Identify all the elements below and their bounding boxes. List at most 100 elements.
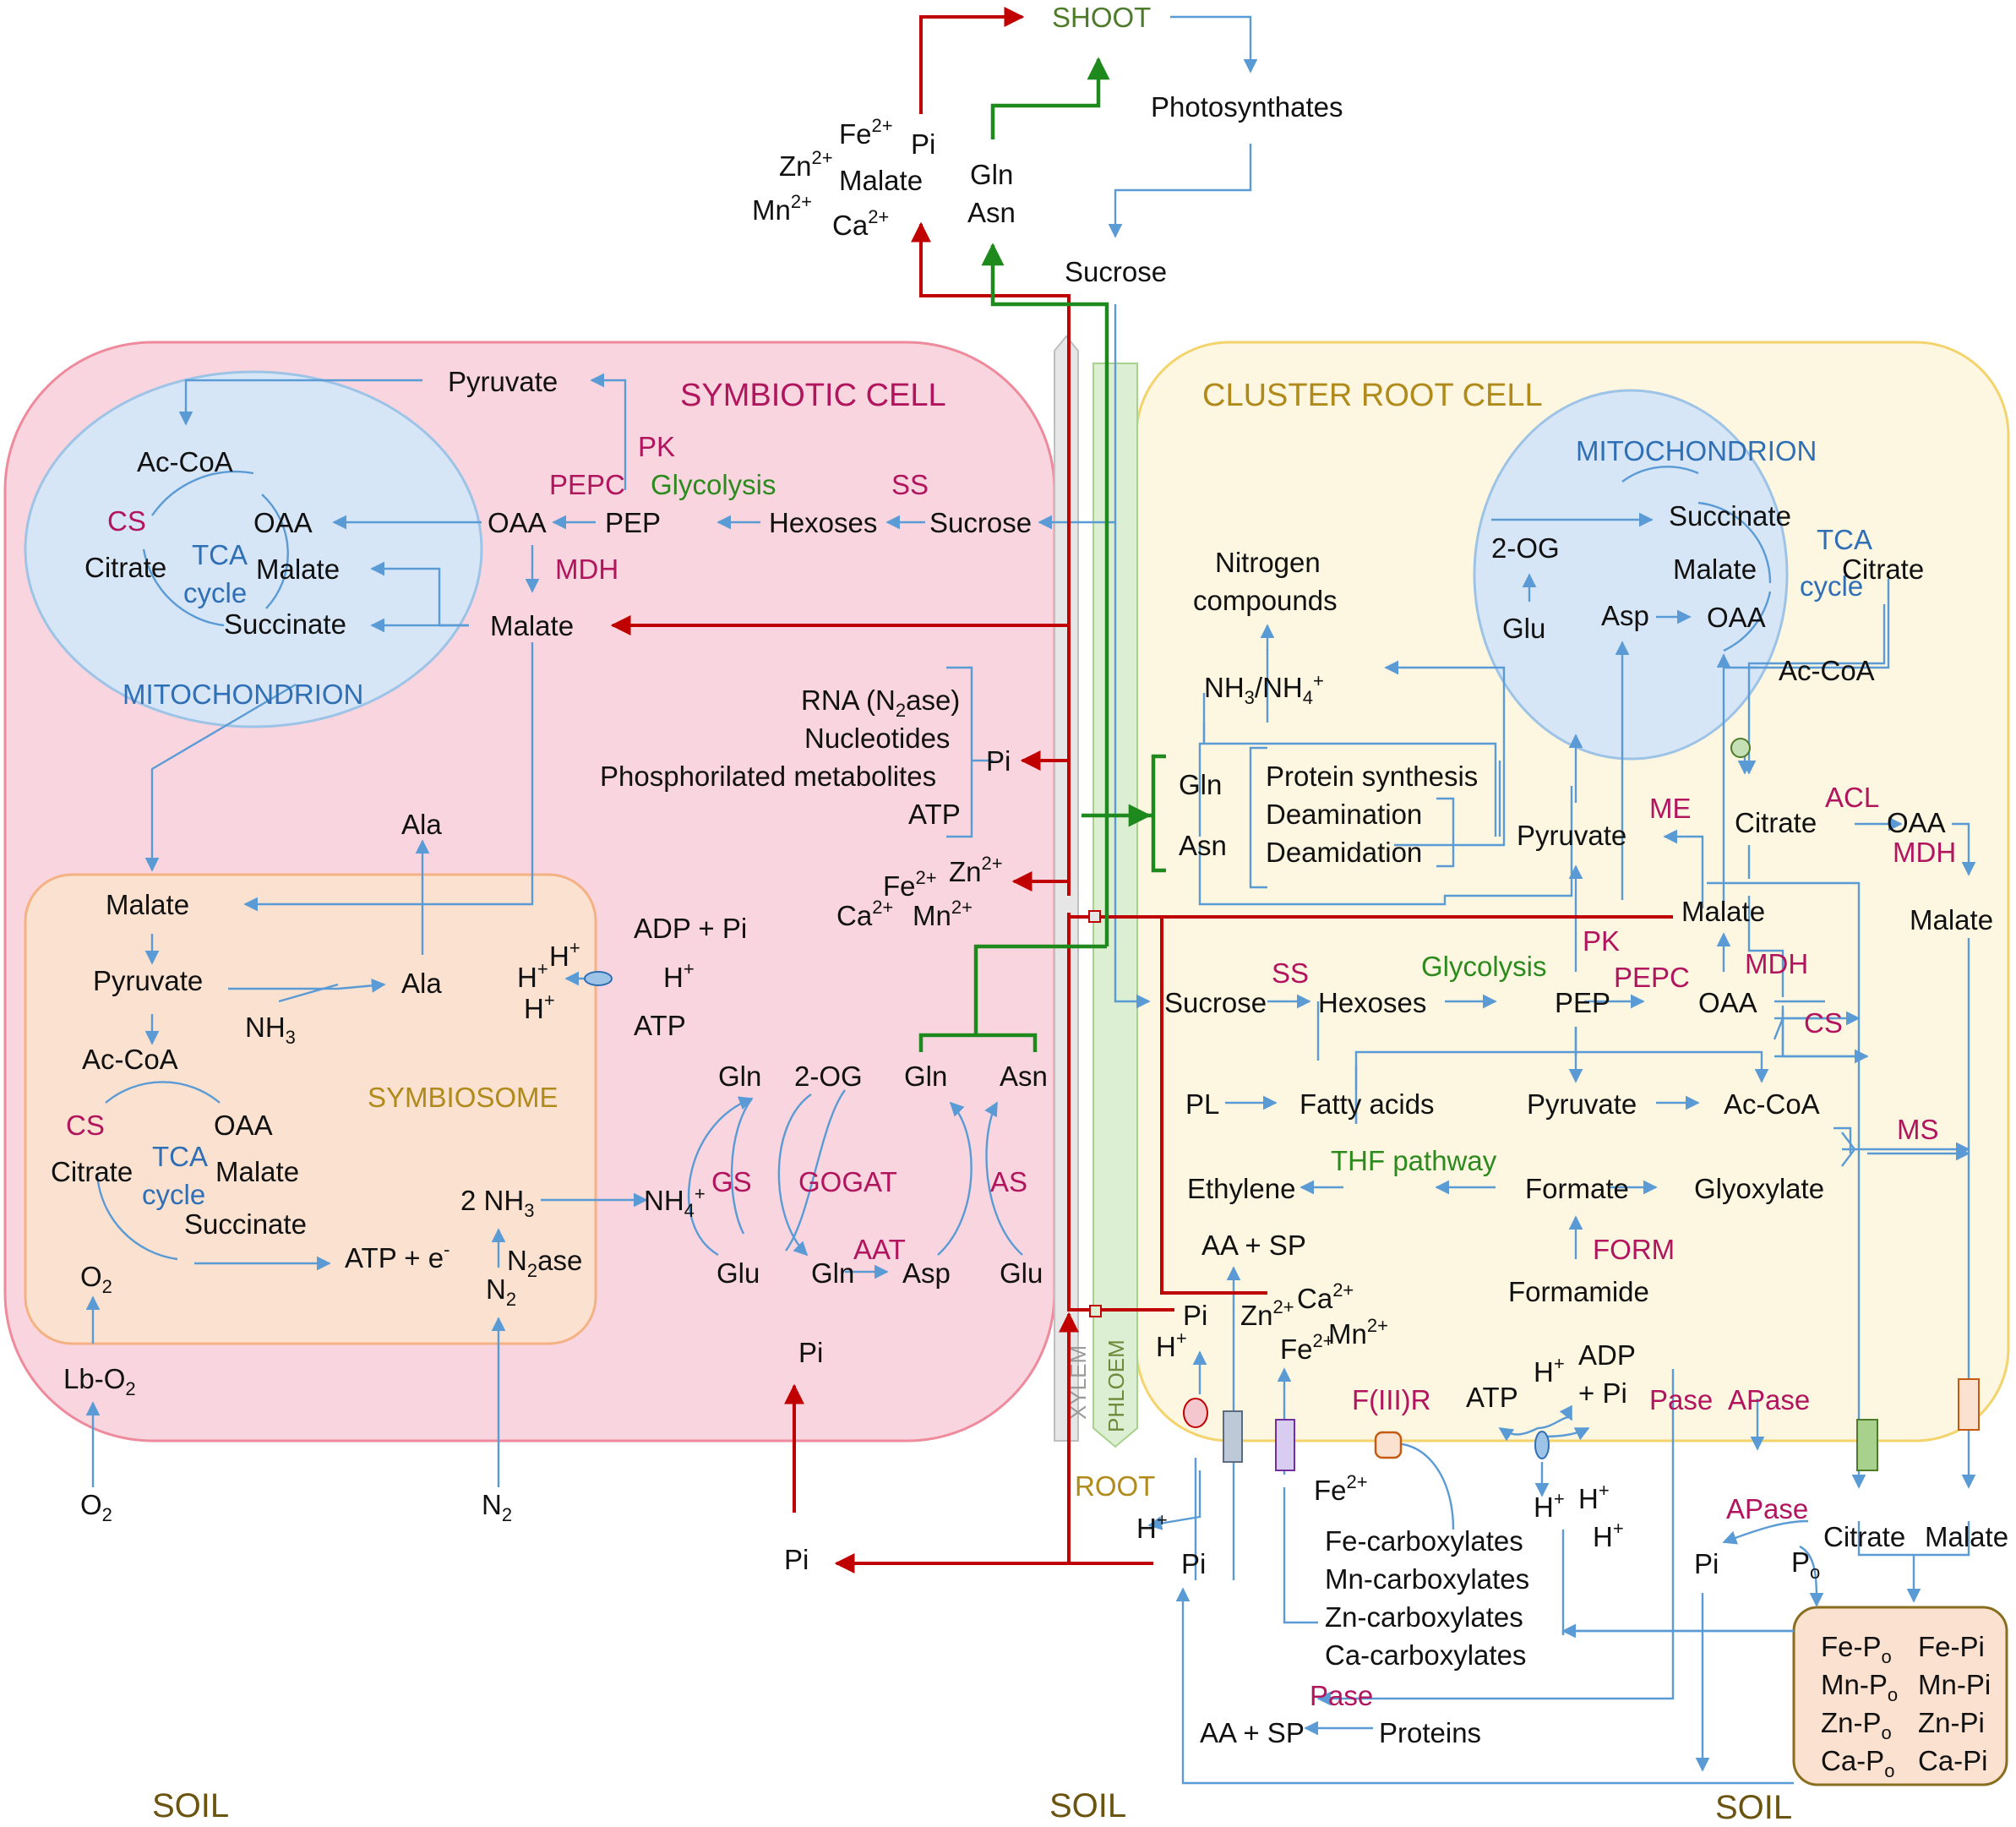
- svg-text:Asp: Asp: [902, 1257, 951, 1289]
- svg-text:Pase: Pase: [1310, 1680, 1373, 1711]
- svg-text:ATP: ATP: [908, 799, 961, 830]
- svg-text:Fe-Po: Fe-Po: [1821, 1631, 1892, 1667]
- svg-text:GS: GS: [711, 1166, 752, 1197]
- symbiotic-flux-arrows: [85, 373, 1090, 1487]
- soil-label-left: SOIL: [152, 1787, 229, 1824]
- svg-text:PK: PK: [1583, 925, 1620, 957]
- svg-text:Ac-CoA: Ac-CoA: [82, 1044, 178, 1075]
- cluster-flux-arrows: [1090, 304, 1976, 1785]
- svg-text:NH4+: NH4+: [644, 1183, 706, 1221]
- svg-text:RNA (N2ase): RNA (N2ase): [801, 684, 960, 721]
- svg-text:ADP + Pi: ADP + Pi: [634, 913, 747, 944]
- svg-text:Pi: Pi: [784, 1544, 809, 1575]
- svg-text:Malate: Malate: [106, 889, 189, 920]
- svg-text:Glu: Glu: [1000, 1257, 1043, 1289]
- svg-text:AAT: AAT: [853, 1234, 906, 1265]
- svg-text:Ac-CoA: Ac-CoA: [137, 446, 233, 477]
- svg-text:Ac-CoA: Ac-CoA: [1724, 1088, 1820, 1120]
- cluster-cell-title: CLUSTER ROOT CELL: [1202, 378, 1543, 413]
- svg-text:Ac-CoA: Ac-CoA: [1779, 655, 1875, 686]
- svg-text:Glu: Glu: [1502, 613, 1545, 644]
- svg-text:Malate: Malate: [1910, 904, 1993, 935]
- svg-text:Citrate: Citrate: [1823, 1521, 1905, 1552]
- svg-text:Fatty acids: Fatty acids: [1300, 1088, 1435, 1120]
- svg-text:PL: PL: [1185, 1088, 1219, 1120]
- svg-text:TCA: TCA: [1817, 524, 1872, 555]
- symbiotic-mito-label: MITOCHONDRION: [123, 679, 363, 710]
- svg-text:Citrate: Citrate: [1735, 807, 1817, 838]
- svg-text:TCA: TCA: [192, 539, 248, 570]
- svg-text:Fe2+: Fe2+: [1314, 1471, 1368, 1506]
- svg-text:Citrate: Citrate: [1842, 554, 1924, 585]
- symbiosome: [24, 873, 597, 1345]
- svg-text:OAA: OAA: [1698, 987, 1757, 1018]
- svg-text:Asp: Asp: [1601, 600, 1649, 631]
- svg-text:PEP: PEP: [1555, 987, 1610, 1018]
- svg-text:THF pathway: THF pathway: [1331, 1145, 1497, 1176]
- svg-text:Deamidation: Deamidation: [1266, 837, 1422, 868]
- svg-text:OAA: OAA: [1887, 807, 1946, 838]
- svg-text:Formate: Formate: [1525, 1173, 1629, 1204]
- svg-text:Succinate: Succinate: [184, 1208, 307, 1240]
- svg-text:Ala: Ala: [401, 809, 442, 840]
- svg-text:XYLEM: XYLEM: [1065, 1345, 1091, 1420]
- top-pi: Pi: [911, 128, 935, 160]
- svg-text:Pi: Pi: [1183, 1300, 1207, 1331]
- svg-text:Proteins: Proteins: [1379, 1717, 1481, 1748]
- svg-text:cycle: cycle: [1800, 570, 1863, 602]
- svg-text:Mn-Po: Mn-Po: [1821, 1669, 1898, 1705]
- svg-text:N2: N2: [482, 1489, 512, 1525]
- svg-text:H+: H+: [1578, 1480, 1610, 1514]
- svg-text:2-OG: 2-OG: [794, 1061, 863, 1092]
- svg-text:PK: PK: [638, 431, 675, 462]
- svg-text:Sucrose: Sucrose: [1164, 987, 1267, 1018]
- svg-text:Malate: Malate: [1673, 554, 1757, 585]
- svg-text:H+: H+: [1593, 1518, 1624, 1552]
- svg-text:Nitrogen: Nitrogen: [1215, 547, 1321, 578]
- svg-text:FORM: FORM: [1593, 1234, 1675, 1265]
- svg-text:Po: Po: [1791, 1546, 1820, 1583]
- symbiosome-label: SYMBIOSOME: [368, 1082, 558, 1113]
- svg-text:Pyruvate: Pyruvate: [448, 366, 558, 397]
- svg-text:ADP: ADP: [1578, 1339, 1636, 1371]
- svg-text:Nucleotides: Nucleotides: [804, 723, 950, 754]
- svg-text:CS: CS: [107, 505, 146, 537]
- svg-text:Fe2+: Fe2+: [883, 867, 937, 902]
- svg-text:Succinate: Succinate: [1669, 500, 1791, 532]
- svg-text:PHLOEM: PHLOEM: [1103, 1339, 1129, 1432]
- svg-text:SS: SS: [1272, 957, 1309, 989]
- svg-text:Pyruvate: Pyruvate: [1527, 1088, 1637, 1120]
- svg-text:H+: H+: [1156, 1328, 1187, 1362]
- svg-text:PEP: PEP: [605, 507, 661, 538]
- svg-text:Malate: Malate: [256, 554, 340, 585]
- symbiotic-cell-title: SYMBIOTIC CELL: [680, 378, 946, 413]
- svg-text:compounds: compounds: [1193, 585, 1338, 616]
- svg-text:Malate: Malate: [215, 1156, 299, 1187]
- svg-text:Ca2+: Ca2+: [832, 206, 889, 241]
- svg-text:Gln: Gln: [718, 1061, 761, 1092]
- svg-text:O2: O2: [80, 1489, 112, 1525]
- svg-text:PEPC: PEPC: [549, 469, 625, 500]
- svg-text:Pi: Pi: [798, 1337, 823, 1368]
- svg-text:Zn-carboxylates: Zn-carboxylates: [1325, 1601, 1523, 1633]
- svg-text:Pyruvate: Pyruvate: [1517, 820, 1626, 851]
- svg-text:OAA: OAA: [488, 507, 547, 538]
- svg-text:N2ase: N2ase: [507, 1245, 582, 1281]
- svg-text:Protein synthesis: Protein synthesis: [1266, 761, 1478, 792]
- svg-text:Succinate: Succinate: [224, 608, 346, 640]
- svg-text:H+: H+: [1534, 1488, 1565, 1523]
- svg-text:OAA: OAA: [1707, 602, 1766, 633]
- shoot-label: SHOOT: [1052, 2, 1151, 33]
- svg-text:Ca-Pi: Ca-Pi: [1918, 1745, 1988, 1776]
- svg-text:Ethylene: Ethylene: [1187, 1173, 1295, 1204]
- svg-text:Glu: Glu: [716, 1257, 760, 1289]
- cluster-mito-label: MITOCHONDRION: [1576, 435, 1817, 466]
- svg-text:Asn: Asn: [1179, 830, 1227, 861]
- svg-text:Pi: Pi: [1181, 1548, 1206, 1579]
- svg-text:Glycolysis: Glycolysis: [651, 469, 776, 500]
- svg-text:Pi: Pi: [986, 745, 1011, 777]
- svg-text:Malate: Malate: [1681, 896, 1765, 927]
- svg-text:Gln: Gln: [811, 1257, 854, 1289]
